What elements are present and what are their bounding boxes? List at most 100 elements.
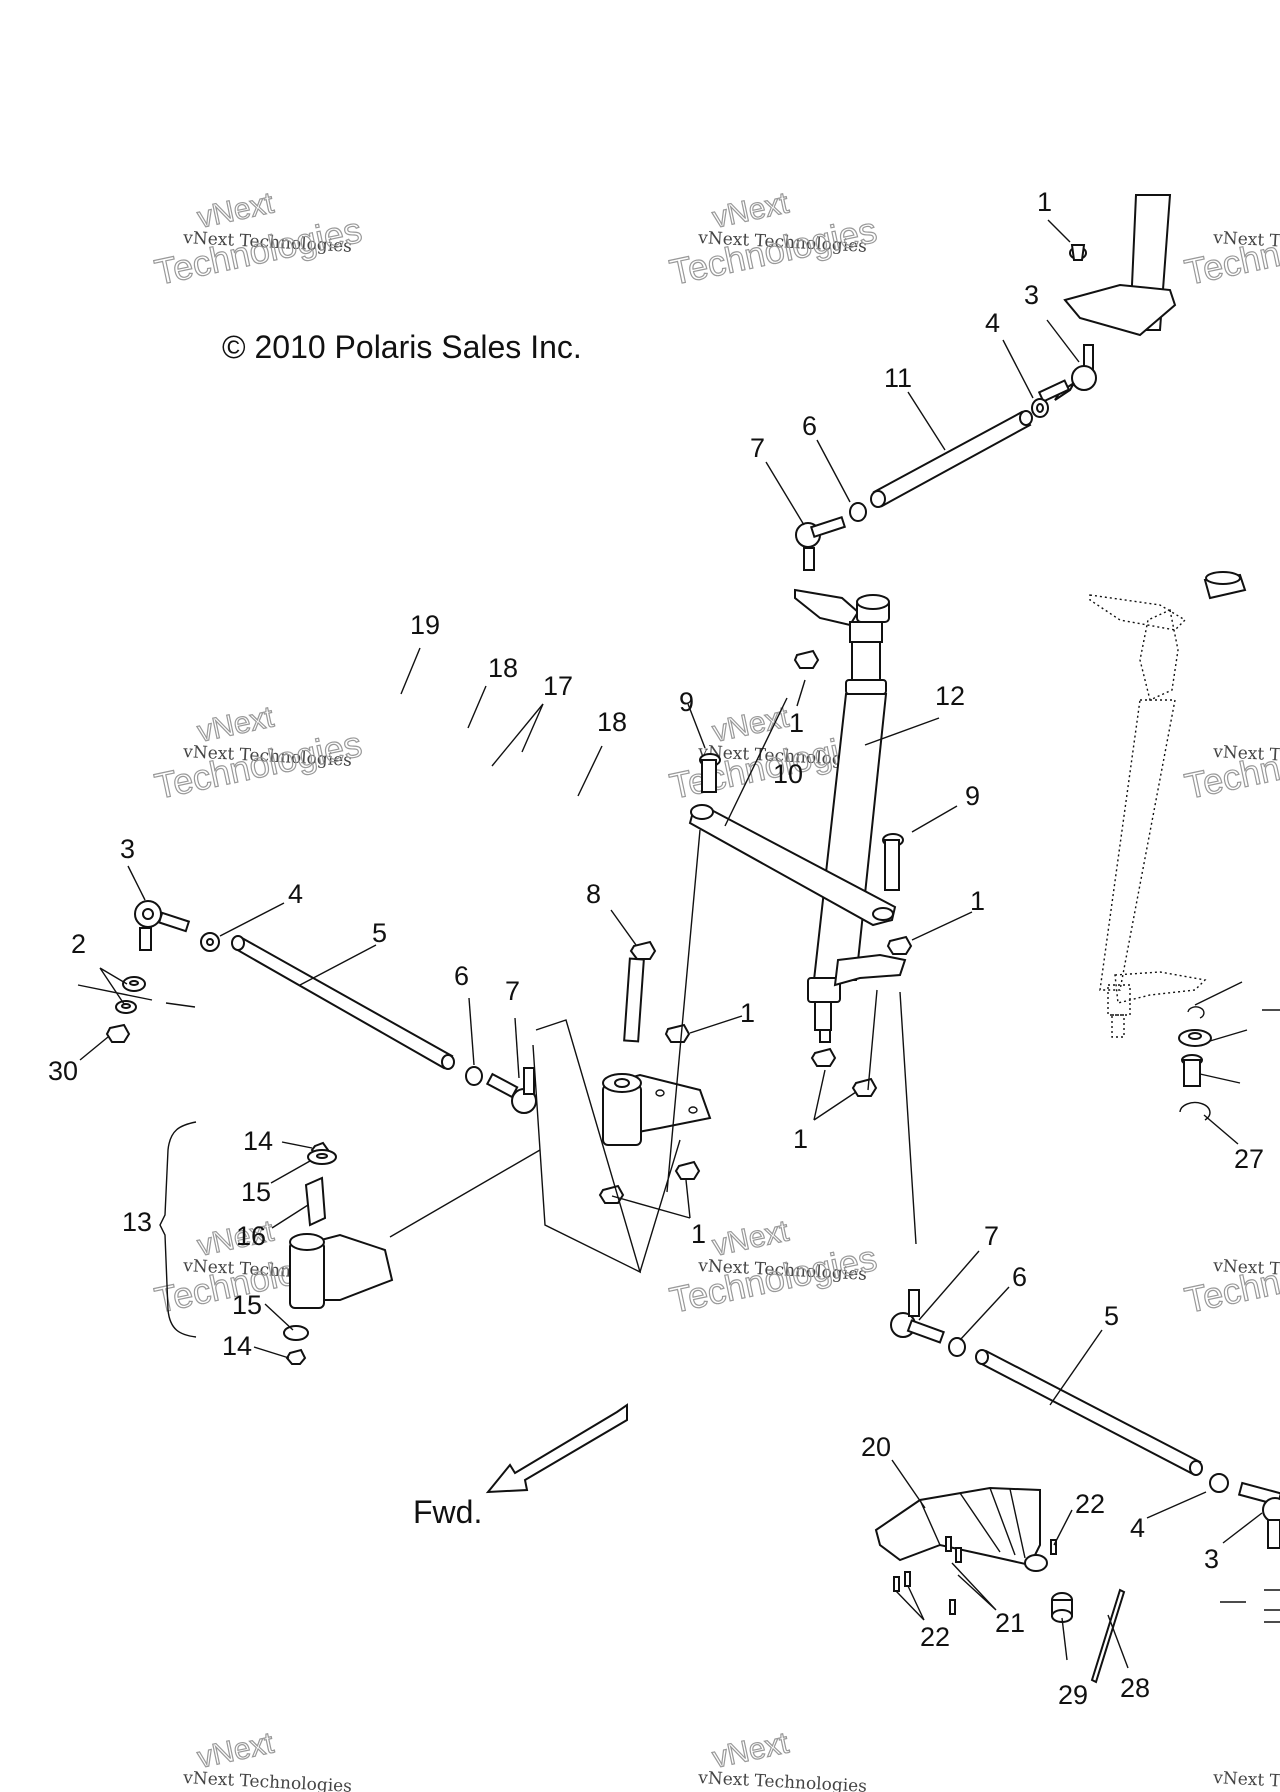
upper-steering-post [1063,194,1177,337]
cotter-pin-29 [1090,1588,1126,1684]
jam-nut-left [200,932,220,952]
watermark-top-center: vNext vNext Technologies Technologies [666,186,881,294]
callout-3-left: 3 [120,834,135,864]
callout-1-bracket-top: 1 [740,998,755,1028]
svg-text:Technologies: Technologies [1181,209,1280,293]
svg-text:vNext: vNext [195,1726,278,1774]
tie-rod-end-upper-right [1037,344,1097,403]
pivot-bracket-kit [283,1141,394,1365]
watermark-bottom-center: vNext vNext Technologies [697,1726,868,1792]
callout-14-bottom: 14 [222,1331,252,1361]
tie-rod-end-left-outer [485,1067,537,1114]
callout-11: 11 [884,363,912,393]
watermark-bottom-right: vNext Technologies [1212,1768,1280,1792]
svg-text:vNext Technologies: vNext Technologies [182,1768,353,1792]
washer-left-lower [115,1000,137,1014]
centerline-left [77,984,196,1008]
callout-9-left: 9 [679,687,694,717]
idler-bracket [602,1073,712,1146]
nut-post-top [793,649,820,669]
watermark-top-right: vNext Technologies Technologies [1181,208,1280,293]
tie-rod-end-lower-left [890,1289,945,1344]
jam-nut-left-outer [465,1066,483,1086]
svg-text:vNext Technologies: vNext Technologies [697,1768,868,1792]
assembly-lines-center [639,829,701,1273]
bolt-pitman-left [699,753,721,793]
callout-2: 2 [71,929,86,959]
callout-5-left: 5 [372,918,387,948]
watermark-bottom-left: vNext vNext Technologies [182,1726,353,1792]
rivets-22 [893,1536,1057,1615]
callout-7-bottom: 7 [984,1221,999,1251]
steering-post-ghost [1089,571,1247,1038]
callout-7-left: 7 [505,976,520,1006]
jam-nut-upper [1031,398,1049,418]
kit-brace [159,1121,197,1338]
callout-20: 20 [861,1432,891,1462]
callout-28: 29 [1058,1680,1088,1710]
bushing-right [1181,1054,1203,1087]
bracket-link-line [389,1149,541,1238]
svg-text:vNext Technologies: vNext Technologies [1212,1768,1280,1792]
callout-6-top: 6 [802,411,817,441]
tie-rod-left [231,935,455,1070]
nut-bracket-bottom [598,1184,625,1204]
watermark-mid-right: vNext Technologies Technologies [1181,722,1280,807]
copyright-notice: © 2010 Polaris Sales Inc. [222,329,582,365]
callout-1-post-top: 1 [789,708,804,738]
callout-1-bracket-bottom: 1 [691,1219,706,1249]
jam-nut-upper-left [849,502,867,522]
callout-15-top: 15 [241,1177,271,1207]
bushing-28 [1051,1592,1073,1623]
callout-4-top: 4 [985,308,1000,338]
callout-5-bottom: 5 [1104,1301,1119,1331]
callout-1-post-right: 1 [970,886,985,916]
callout-29: 28 [1120,1673,1150,1703]
callout-27: 27 [1234,1144,1264,1174]
callout-8: 8 [586,879,601,909]
callout-7-top: 7 [750,433,765,463]
tie-rod-end-upper-left [795,516,847,571]
nut-left-30 [105,1023,131,1043]
nut-bracket-upper [664,1023,691,1043]
watermark-low-right: vNext Technologies Technologies [1181,1236,1280,1321]
leader-lines [79,219,1280,1669]
callout-1-post-bottom: 1 [793,1124,808,1154]
jam-nut-lower-left [948,1337,966,1357]
callout-labels: 1 3 4 11 6 7 19 18 17 18 9 1 10 12 9 1 3… [48,187,1264,1710]
callout-19: 19 [410,610,440,640]
callout-4-bottom: 4 [1130,1513,1145,1543]
tie-rod-end-lower-right [1220,1481,1280,1623]
callout-13: 13 [122,1207,152,1237]
idler-bolt [623,940,657,1043]
callout-6-left: 6 [454,961,469,991]
forward-label: Fwd. [413,1494,482,1530]
nut-post-bottom-right [851,1077,878,1097]
callout-17: 17 [543,671,573,701]
steering-cover [874,1486,1048,1572]
callout-6-bottom: 6 [1012,1262,1027,1292]
callout-22-right: 22 [1075,1489,1105,1519]
callout-18-left: 18 [488,653,518,683]
callout-30: 30 [48,1056,78,1086]
nut-bracket-right [674,1160,701,1180]
svg-text:vNext: vNext [710,1726,793,1774]
washer-left-upper [122,976,146,992]
callout-15-bottom: 15 [232,1290,262,1320]
bolt-pitman-right [882,833,904,891]
pitman-arm [688,803,897,927]
retaining-ring-upper-right [1187,1006,1205,1019]
callout-16: 16 [236,1221,266,1251]
watermark-top-left: vNext vNext Technologies Technologies [151,186,366,294]
tie-rod-upper [870,410,1033,508]
washer-right [1178,1029,1212,1047]
tie-rod-end-left [134,900,191,951]
svg-text:Technologies: Technologies [1181,1237,1280,1321]
callout-18-right: 18 [597,707,627,737]
callout-14-top: 14 [243,1126,273,1156]
callout-3-bottom: 3 [1204,1544,1219,1574]
callout-21: 21 [995,1608,1025,1638]
callout-10: 10 [773,759,803,789]
svg-text:Technologies: Technologies [1181,723,1280,807]
